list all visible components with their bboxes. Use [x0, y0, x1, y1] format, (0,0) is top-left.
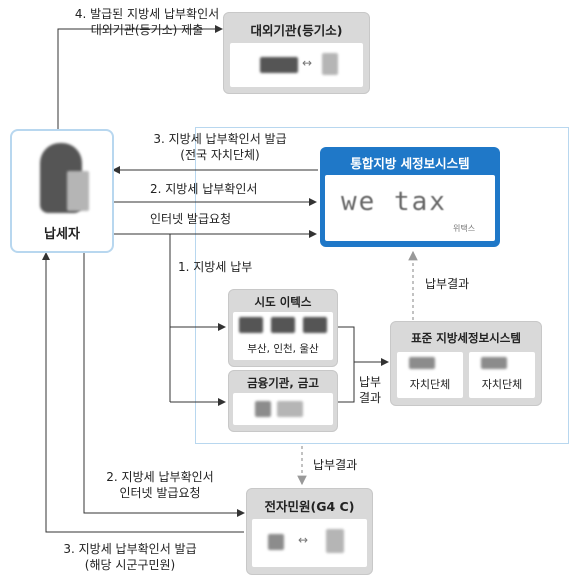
wetax-title: 통합지방 세정보시스템 — [320, 153, 500, 172]
sido-etax-title: 시도 이텍스 — [229, 294, 337, 310]
document-stack-icon — [260, 57, 298, 73]
document-icon — [268, 534, 284, 550]
sido-etax-box: 시도 이텍스 부산, 인천, 울산 — [228, 289, 338, 367]
person-icon — [277, 401, 303, 417]
step2-top-label: 2. 지방세 납부확인서 — [150, 181, 257, 197]
local-gov-1-icon — [409, 357, 435, 369]
sido-etax-image: 부산, 인천, 울산 — [233, 312, 333, 360]
finance-image — [233, 393, 333, 425]
local-gov-1-label: 자치단체 — [397, 376, 463, 392]
exchange-arrow-icon: ↔ — [298, 533, 308, 547]
e-minwon-title: 전자민원(G4 C) — [247, 496, 372, 515]
person-icon — [322, 53, 338, 75]
busan-logo-icon — [239, 317, 263, 333]
local-gov-2-label: 자치단체 — [469, 376, 535, 392]
step2-bottom-label: 2. 지방세 납부확인서 인터넷 발급요청 — [85, 469, 235, 501]
local-gov-1: 자치단체 — [397, 352, 463, 398]
person-icon — [326, 529, 344, 553]
finance-box: 금융기관, 금고 — [228, 370, 338, 432]
e-minwon-image: ↔ — [252, 519, 367, 567]
step1-label: 1. 지방세 납부 — [178, 259, 252, 275]
wetax-logo: we tax — [341, 187, 447, 217]
bank-icon — [255, 401, 271, 417]
incheon-logo-icon — [271, 317, 295, 333]
external-agency-box: 대외기관(등기소) ↔ — [223, 12, 370, 94]
result-down-label: 납부결과 — [313, 457, 357, 473]
taxpayer-figure-icon — [67, 171, 89, 211]
local-gov-2: 자치단체 — [469, 352, 535, 398]
e-minwon-box: 전자민원(G4 C) ↔ — [246, 488, 373, 575]
taxpayer-box: 납세자 — [10, 129, 114, 253]
external-agency-image: ↔ — [230, 43, 363, 87]
wetax-system-box: 통합지방 세정보시스템 we tax 위택스 — [320, 147, 500, 247]
step3-bottom-label: 3. 지방세 납부확인서 발급 (해당 시군구민원) — [40, 541, 220, 573]
step2-top-label-b: 인터넷 발급요청 — [150, 211, 231, 227]
taxpayer-label: 납세자 — [12, 223, 112, 242]
local-gov-2-icon — [481, 357, 507, 369]
standard-system-title: 표준 지방세정보시스템 — [391, 330, 541, 346]
exchange-arrow-icon: ↔ — [302, 56, 312, 70]
external-agency-title: 대외기관(등기소) — [224, 20, 369, 39]
step4-label: 4. 발급된 지방세 납부확인서 대외기관(등기소) 제출 — [62, 6, 232, 38]
result-up-label: 납부결과 — [425, 276, 469, 292]
ulsan-logo-icon — [303, 317, 327, 333]
finance-title: 금융기관, 금고 — [229, 375, 337, 391]
wetax-logo-area: we tax 위택스 — [325, 175, 495, 241]
standard-system-box: 표준 지방세정보시스템 자치단체 자치단체 — [390, 321, 542, 406]
sido-cities: 부산, 인천, 울산 — [233, 341, 333, 356]
result-mid-label: 납부 결과 — [355, 374, 385, 406]
wetax-logo-sub: 위택스 — [453, 223, 475, 234]
step3-top-label: 3. 지방세 납부확인서 발급 (전국 자치단체) — [125, 131, 315, 163]
